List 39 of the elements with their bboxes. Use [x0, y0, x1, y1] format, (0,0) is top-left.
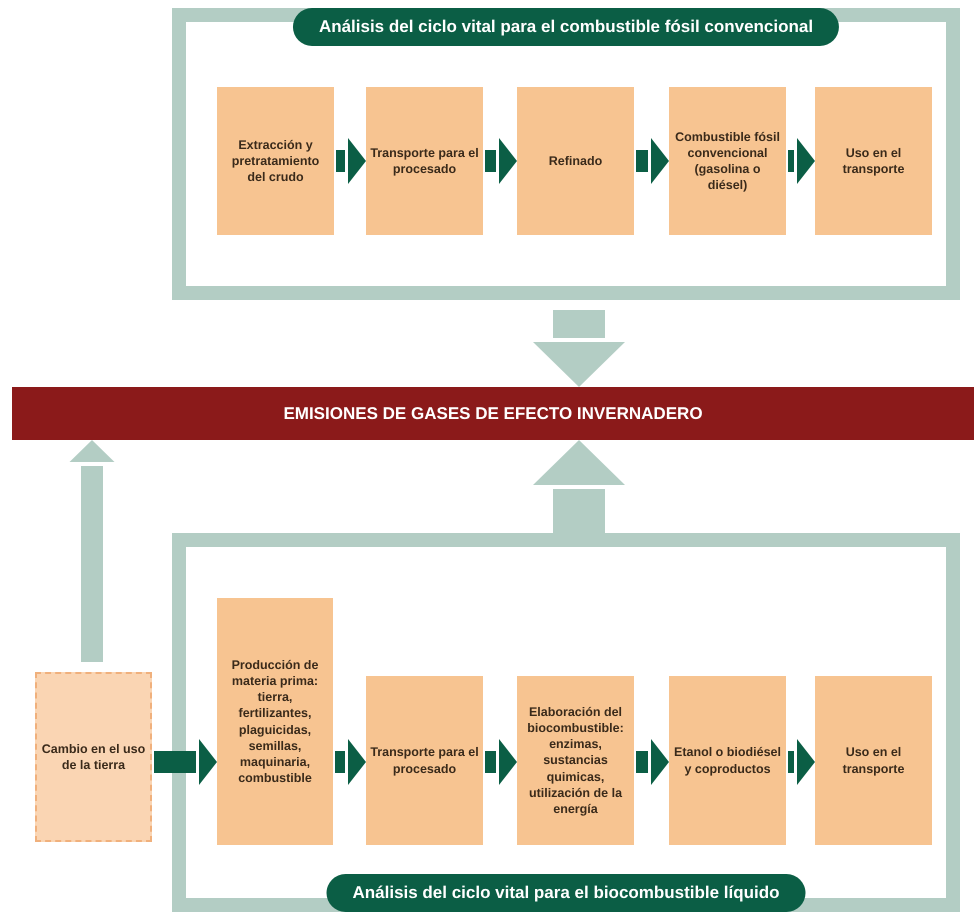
flow-arrow — [636, 739, 669, 785]
process-box — [517, 676, 634, 845]
flow-arrow — [485, 138, 517, 184]
flow-arrow — [70, 440, 114, 662]
step-label: Uso en el transporte — [842, 144, 906, 178]
process-box — [669, 676, 786, 845]
process-box — [35, 672, 152, 842]
flow-arrow — [533, 310, 625, 387]
step-label: Refinado — [548, 152, 602, 170]
section-frame — [172, 533, 960, 912]
flow-arrow — [336, 138, 366, 184]
process-box — [217, 87, 334, 235]
section-heading: Análisis del ciclo vital para el biocombustible líquido — [326, 874, 806, 912]
flow-arrow — [154, 739, 217, 785]
step-label: Uso en el transporte — [842, 744, 906, 777]
process-box — [366, 87, 483, 235]
step-label: Etanol o biodiésel y coproductos — [673, 744, 782, 777]
process-box — [517, 87, 634, 235]
section-frame — [172, 8, 960, 300]
section-heading: Análisis del ciclo vital para el combustible fósil convencional — [292, 8, 840, 46]
flow-arrow — [788, 138, 815, 184]
step-label: Elaboración del biocombustible: enzimas, sustancias quimicas, utilización de la energía — [526, 704, 625, 818]
step-label: Combustible fósil convencional (gasolina o diésel) — [674, 128, 781, 194]
flow-arrow — [788, 739, 815, 785]
process-box — [815, 676, 932, 845]
step-label: Transporte para el procesado — [370, 144, 479, 178]
step-label: Cambio en el uso de la tierra — [40, 740, 146, 774]
process-box — [669, 87, 786, 235]
band-title: EMISIONES DE GASES DE EFECTO INVERNADERO — [283, 404, 703, 424]
process-box — [366, 676, 483, 845]
step-label: Transporte para el procesado — [370, 744, 479, 777]
flow-arrow — [485, 739, 517, 785]
step-label: Producción de materia prima: tierra, fertilizantes, plaguicidas, semillas, maquinaria, combustible — [230, 656, 320, 786]
process-box — [815, 87, 932, 235]
flow-arrow — [636, 138, 669, 184]
emissions-band — [12, 387, 974, 440]
flow-arrow — [335, 739, 366, 785]
process-box — [217, 598, 333, 845]
step-label: Extracción y pretratamiento del crudo — [230, 136, 320, 186]
